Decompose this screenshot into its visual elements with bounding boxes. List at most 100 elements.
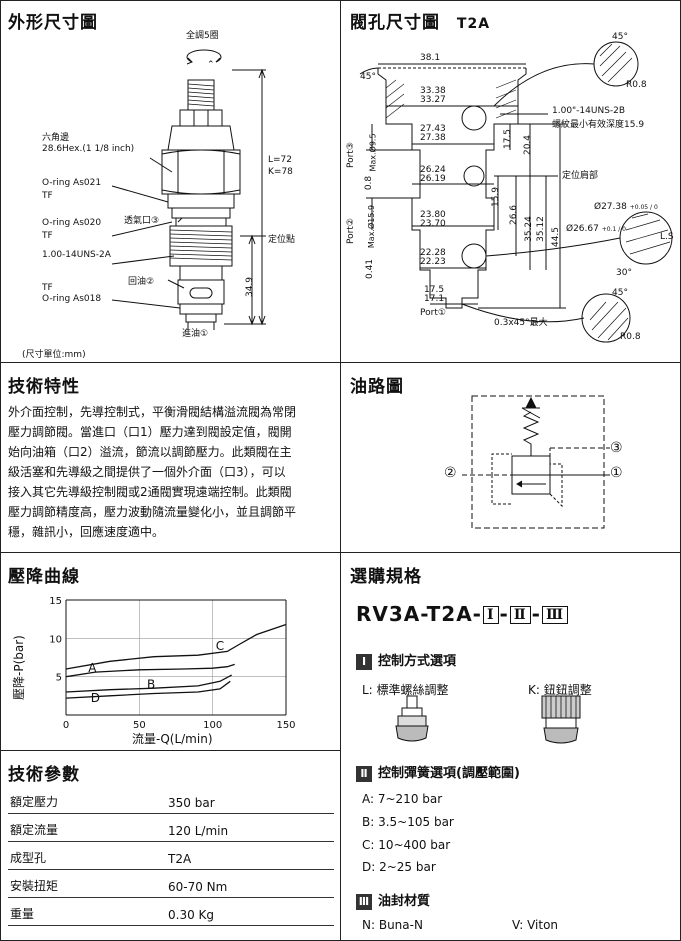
param-row: 成型孔 T2A [8, 842, 334, 870]
series-line-D [65, 680, 231, 699]
cav-22-28: 22.28 [420, 248, 446, 258]
cav-dia-27-38: Ø27.38 +0.05 / 0 [594, 202, 658, 212]
y-tick-label: 5 [56, 673, 62, 684]
divider-left-row3 [0, 750, 341, 751]
cav-45-top: 45° [360, 72, 376, 82]
screw-adjust-icon [395, 695, 429, 742]
features-line: 接入其它先導級控制閥或2通閥實現遠端控制。此類閥 [8, 485, 292, 499]
params-title: 技術參數 [8, 765, 80, 785]
unit-note: (尺寸單位:mm) [22, 350, 86, 360]
features-text: 外介面控制，先導控制式，平衡滑閥結構溢流閥為常閉 壓力調節閥。當進口（口1）壓力… [8, 402, 336, 542]
series-line-B [65, 674, 233, 693]
hex-label: 六角邊 [42, 133, 70, 143]
param-label: 額定流量 [10, 823, 59, 837]
param-value: 350 bar [168, 796, 215, 810]
param-label: 安裝扭矩 [10, 879, 59, 893]
roman-2-badge: Ⅱ [356, 766, 372, 782]
series-label: D [91, 691, 100, 705]
circuit-port-2: ② [444, 465, 457, 481]
x-tick-label: 0 [63, 720, 69, 731]
cav-shoulder: 定位肩部 [562, 171, 599, 181]
param-row: 重量 0.30 Kg [8, 898, 334, 926]
option2-title-text: 控制彈簧選項(調壓範圍) [378, 766, 520, 781]
divider-row2 [0, 552, 681, 553]
param-value: T2A [168, 852, 192, 866]
hydraulic-circuit-symbol [462, 395, 610, 529]
series-label: C [216, 639, 224, 653]
param-value: 120 L/min [168, 824, 229, 838]
tf1-label: TF [42, 191, 53, 201]
cav-26-19: 26.19 [420, 174, 446, 184]
divider-row1 [0, 362, 681, 363]
cav-27-43: 27.43 [420, 124, 446, 134]
cav-v35-24: 35.24 [523, 216, 534, 242]
cav-chamfer: 0.3x45°最大 [494, 318, 548, 328]
cav-thread: 1.00"-14UNS-2B [552, 106, 626, 116]
cav-r08-bottom: R0.8 [620, 332, 641, 342]
cav-v26-6: 26.6 [509, 204, 520, 226]
outline-title: 外形尺寸圖 [8, 13, 98, 33]
cav-ls: L.S [660, 232, 674, 242]
chart-y-label: 壓降-P(bar) [12, 635, 26, 700]
cav-v35-12: 35.12 [535, 216, 546, 242]
tf3-label: TF [42, 283, 53, 293]
x-tick-label: 50 [133, 720, 146, 731]
return-port-label: 回油② [128, 277, 155, 287]
divider-vertical [340, 0, 341, 941]
seal-V: V: Viton [512, 918, 559, 932]
roman-3-badge: Ⅲ [356, 894, 372, 910]
series-label: A [88, 661, 97, 675]
features-title: 技術特性 [8, 377, 80, 397]
hex-size-label: 28.6Hex.(1 1/8 inch) [42, 144, 135, 154]
series-line-A [65, 663, 235, 678]
roman-1-badge: Ⅰ [356, 654, 372, 670]
model-code: RV3A-T2A-Ⅰ-Ⅱ-Ⅲ [356, 602, 569, 626]
cav-dia-26-67-tol: +0.1 / 0 [601, 226, 626, 233]
features-line: 壓力調節精度高，壓力波動隨流量變化小，並且調節平 [8, 505, 297, 519]
param-row: 額定壓力 350 bar [8, 786, 334, 814]
oring1-label: O-ring As021 [42, 178, 102, 188]
cav-dia-27-38-tol: +0.05 / 0 [629, 204, 658, 211]
param-value: 0.30 Kg [168, 908, 215, 922]
cav-r08-top: R0.8 [626, 80, 647, 90]
range-B: B: 3.5~105 bar [362, 815, 454, 829]
model-box-3: Ⅲ [541, 606, 569, 624]
range-D: D: 2~25 bar [362, 860, 436, 874]
range-A: A: 7~210 bar [362, 792, 443, 806]
cav-thread-depth: 螺紋最小有效深度15.9 [552, 120, 645, 130]
features-line: 級活塞和先導級之間提供了一個外介面（口3），可以 [8, 465, 286, 479]
model-prefix: RV3A-T2A- [356, 602, 482, 626]
tf2-label: TF [42, 231, 53, 241]
cav-22-23: 22.23 [420, 257, 446, 267]
series-line-C [65, 623, 287, 670]
param-row: 安裝扭矩 60-70 Nm [8, 870, 334, 898]
cavity-title-text: 閥孔尺寸圖 [350, 13, 440, 33]
cav-port1: Port① [420, 308, 446, 318]
oring2-label: O-ring As020 [42, 218, 102, 228]
dim-K: K=78 [268, 167, 293, 177]
cav-23-80: 23.80 [420, 210, 446, 220]
param-value: 60-70 Nm [168, 880, 228, 894]
cav-26-24: 26.24 [420, 165, 446, 175]
param-label: 成型孔 [10, 851, 47, 865]
cav-33-27: 33.27 [420, 95, 446, 105]
knob-adjust-icon [541, 695, 581, 744]
features-line: 始向油箱（口2）溢流，節流以調節壓力。此類閥在主 [8, 445, 292, 459]
model-box-1: Ⅰ [482, 606, 499, 624]
svg-text:⌃: ⌃ [207, 60, 215, 70]
vent-port-label: 透氣口③ [124, 216, 160, 226]
option2-title: Ⅱ 控制彈簧選項(調壓範圍) [356, 762, 520, 782]
y-tick-label: 10 [49, 634, 62, 645]
param-label: 重量 [10, 907, 35, 921]
cav-v15-9: 15.9 [491, 186, 502, 208]
cav-0-41: 0.41 [365, 258, 376, 280]
param-row: 額定流量 120 L/min [8, 814, 334, 842]
cav-0-8: 0.8 [364, 175, 375, 191]
cav-dia-26-67: Ø26.67 +0.1 / 0 [566, 224, 626, 234]
curve-title: 壓降曲線 [8, 567, 80, 587]
circuit-title: 油路圖 [350, 377, 404, 397]
param-label: 額定壓力 [10, 795, 59, 809]
cav-max-9-5: Max.Ø9.5 [368, 133, 378, 172]
